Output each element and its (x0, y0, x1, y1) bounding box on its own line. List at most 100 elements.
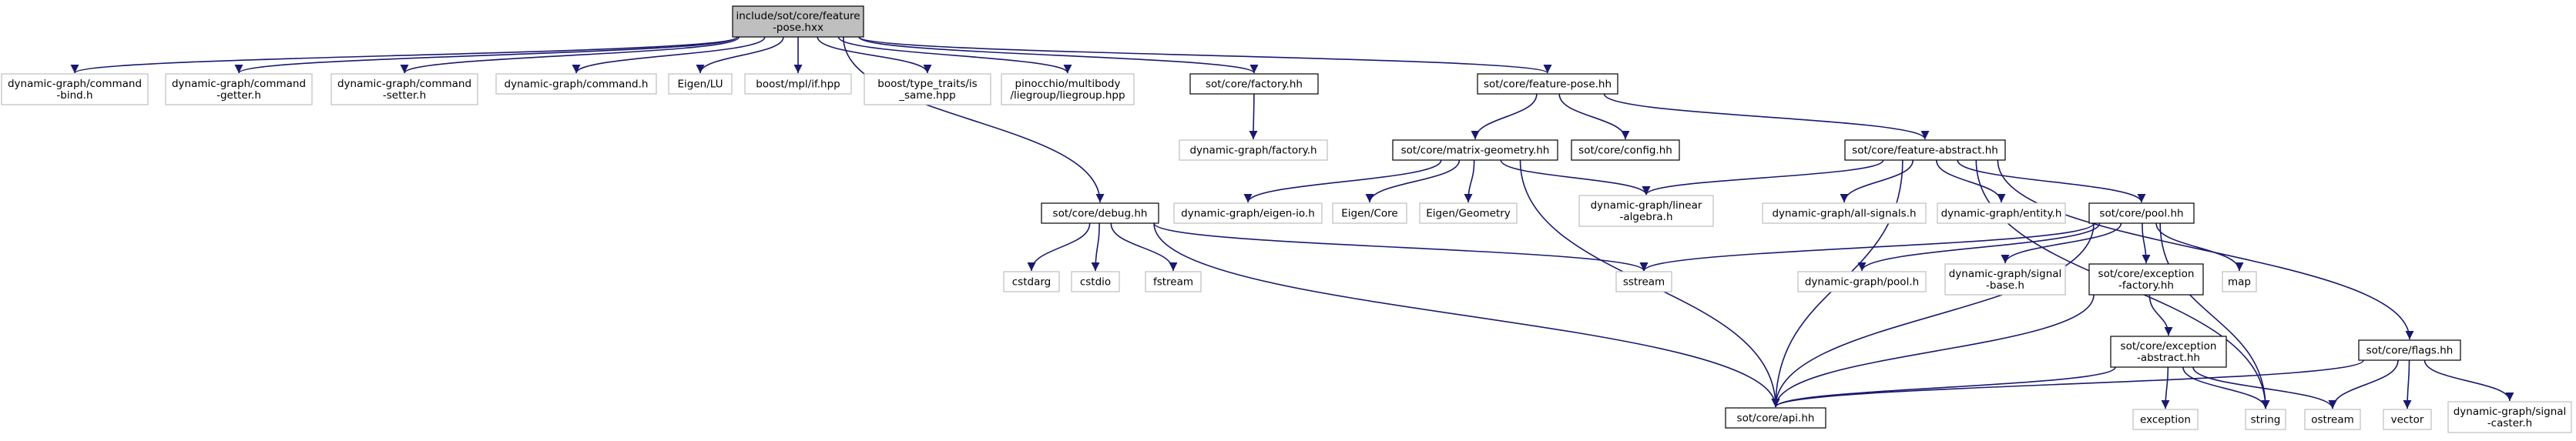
edge-root-to-debug (843, 36, 1105, 203)
edge-feature_abstract-to-pool_hh (1957, 159, 2146, 203)
node-label: Eigen/LU (678, 79, 723, 91)
node-label: vector (2391, 414, 2424, 426)
node-label: dynamic-graph/command.h (505, 79, 649, 91)
node-box (2088, 263, 2204, 296)
edge-debug-to-cstdarg (1027, 222, 1091, 272)
node-box (1179, 139, 1328, 161)
node-label: _same.hpp (898, 89, 956, 102)
node-box (330, 73, 478, 105)
node-label: map (2228, 276, 2251, 289)
edge-feature_abstract-to-all_signals (1840, 159, 1914, 203)
node-exc-factory[interactable]: sot/core/exception-factory.hh (2088, 263, 2204, 296)
node-label: -pose.hxx (773, 22, 823, 34)
edge-exc_abstract-to-ostream (2192, 366, 2337, 409)
node-label: sot/core/pool.hh (2099, 208, 2183, 220)
edge-flags-to-signal_caster (2423, 359, 2514, 402)
edge-root-to-cmd_setter (400, 36, 740, 74)
node-feature-pose[interactable]: sot/core/feature-pose.hh (1477, 73, 1618, 95)
node-api[interactable]: sot/core/api.hh (1725, 407, 1826, 429)
node-label: exception (2140, 414, 2191, 426)
node-label: -setter.h (383, 89, 426, 102)
node-dg-pool: dynamic-graph/pool.h (1797, 271, 1927, 292)
node-map: map (2222, 271, 2257, 292)
node-cmd-getter: dynamic-graph/command-getter.h (165, 73, 313, 105)
node-flags[interactable]: sot/core/flags.hh (2358, 339, 2461, 361)
node-pool-hh[interactable]: sot/core/pool.hh (2088, 202, 2195, 224)
edge-exc_factory-to-exc_abstract (2148, 294, 2173, 336)
edge-root-to-cmd_getter (234, 36, 738, 74)
node-label: -algebra.h (1619, 211, 1672, 223)
node-exc-abstract[interactable]: sot/core/exception-abstract.hh (2110, 336, 2227, 368)
node-cmd-bind: dynamic-graph/command-bind.h (1, 73, 149, 105)
node-label: Eigen/Geometry (1426, 208, 1511, 220)
node-label: dynamic-graph/linear (1591, 199, 1702, 212)
node-ostream: ostream (2304, 409, 2361, 430)
edge-pool_hh-to-exc_factory (2142, 222, 2151, 264)
node-label: sot/core/debug.hh (1053, 208, 1148, 220)
edge-flags-to-ostream (2328, 359, 2399, 409)
node-label: sot/core/exception (2121, 340, 2217, 352)
node-exception: exception (2132, 409, 2199, 430)
node-mpl-if: boost/mpl/if.hpp (744, 73, 852, 95)
node-label: cstdio (1080, 276, 1111, 289)
node-box (1145, 271, 1202, 292)
edge-matrix_geometry-to-eigen_geometry (1464, 159, 1475, 203)
node-root[interactable]: include/sot/core/feature-pose.hxx (732, 5, 864, 38)
edge-pool_hh-to-map (2155, 222, 2244, 272)
node-label: /liegroup/liegroup.hpp (1010, 89, 1125, 102)
node-box (1844, 139, 2006, 161)
node-box (1725, 407, 1826, 429)
node-box (2383, 409, 2432, 430)
node-box (1937, 202, 2066, 224)
node-label: dynamic-graph/command (8, 78, 142, 90)
node-box (1797, 271, 1927, 292)
node-box (1571, 139, 1680, 161)
edge-root-to-feature_pose (858, 36, 1552, 74)
node-label: dynamic-graph/eigen-io.h (1181, 208, 1315, 220)
node-matrix-geometry[interactable]: sot/core/matrix-geometry.hh (1392, 139, 1558, 161)
edge-feature_abstract-to-linear_algebra (1642, 159, 1884, 195)
node-box (495, 73, 657, 95)
node-box (668, 73, 733, 95)
node-config[interactable]: sot/core/config.hh (1571, 139, 1680, 161)
edge-root-to-factory_hh (858, 36, 1259, 74)
node-box (1392, 139, 1558, 161)
node-box (1173, 202, 1323, 224)
node-box (2245, 409, 2286, 430)
node-box (1, 73, 149, 105)
node-signal-caster: dynamic-graph/signal-caster.h (2447, 401, 2572, 433)
node-box (1332, 202, 1407, 224)
node-feature-abstract[interactable]: sot/core/feature-abstract.hh (1844, 139, 2006, 161)
edge-root-to-cmd_bind (70, 36, 738, 74)
node-box (2447, 401, 2572, 433)
node-label: -abstract.hh (2137, 352, 2200, 364)
node-label: dynamic-graph/factory.h (1189, 145, 1317, 157)
node-box (1001, 73, 1135, 105)
node-debug[interactable]: sot/core/debug.hh (1041, 202, 1159, 224)
node-command: dynamic-graph/command.h (495, 73, 657, 95)
node-factory-hh[interactable]: sot/core/factory.hh (1189, 73, 1319, 95)
node-label: boost/mpl/if.hpp (756, 79, 840, 91)
node-label: -bind.h (56, 89, 92, 102)
edge-debug-to-fstream (1110, 222, 1178, 272)
edge-pool_hh-to-dg_pool (1857, 222, 2101, 272)
node-string: string (2245, 409, 2286, 430)
node-dg-factory: dynamic-graph/factory.h (1179, 139, 1328, 161)
edge-pool_hh-to-api (1771, 222, 2095, 408)
node-box (2088, 202, 2195, 224)
node-box (1615, 271, 1672, 292)
edge-feature_pose-to-config (1558, 93, 1630, 140)
node-label: dynamic-graph/signal (2454, 406, 2567, 418)
node-label: sot/core/api.hh (1737, 413, 1815, 425)
node-box (2222, 271, 2257, 292)
node-box (732, 5, 864, 38)
node-box (1762, 202, 1927, 224)
edge-flags-to-api (1771, 359, 2364, 408)
node-linear-algebra: dynamic-graph/linear-algebra.h (1578, 195, 1714, 227)
edge-pool_hh-to-sstream (1639, 222, 2095, 272)
edge-exc_abstract-to-exception (2161, 366, 2170, 409)
node-fstream: fstream (1145, 271, 1202, 292)
node-label: dynamic-graph/command (172, 78, 306, 90)
node-box (2304, 409, 2361, 430)
node-eigen-geometry: Eigen/Geometry (1419, 202, 1518, 224)
